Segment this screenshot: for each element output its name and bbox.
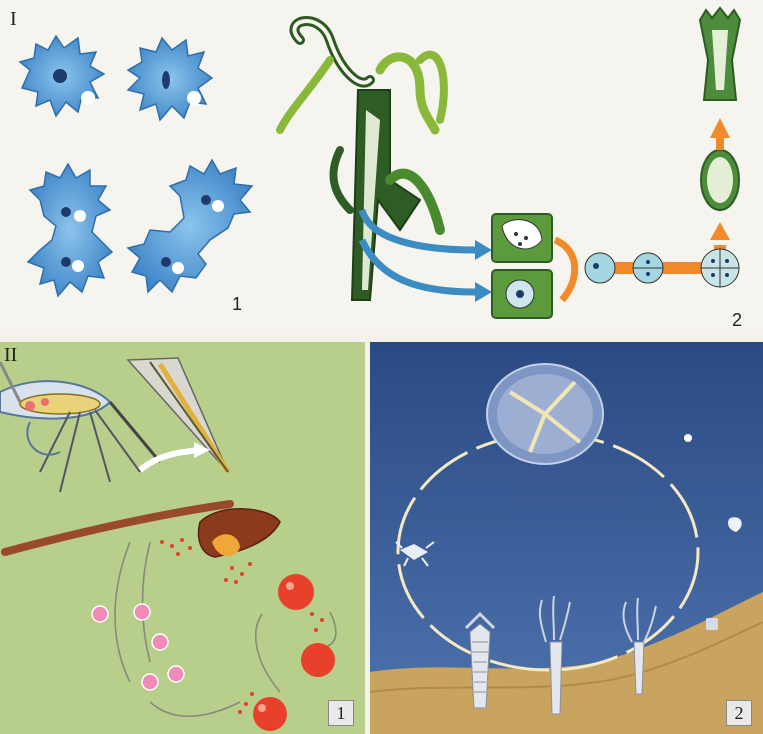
panel-hydra-reproduction: 2 <box>270 0 763 335</box>
jellyfish-icon <box>487 364 603 464</box>
arrowhead-icon <box>475 282 492 302</box>
infected-blood-cell-icon <box>278 574 314 610</box>
liver-icon <box>199 509 280 557</box>
hydra-drawings <box>270 0 763 335</box>
hydra-polyp-icon <box>280 21 444 300</box>
young-hydra-icon <box>700 8 740 100</box>
amoeba-cell-icon <box>128 38 212 120</box>
gametocyte-icon <box>92 604 184 690</box>
panel-amoeba-division: I <box>0 0 270 335</box>
figure-number-label: 1 <box>328 700 354 726</box>
panel-jellyfish-cycle: 2 <box>370 342 763 734</box>
infected-blood-cell-icon <box>301 643 335 677</box>
infected-blood-cell-icon <box>253 697 287 731</box>
malaria-drawings <box>0 342 365 734</box>
panel-malaria-cycle: II <box>0 342 365 734</box>
zygote-icon <box>585 253 615 283</box>
egg-icon <box>684 434 692 442</box>
gonad-icon <box>492 270 552 318</box>
flow-arrow-icon <box>362 210 475 250</box>
amoeba-cell-icon <box>28 164 112 296</box>
figure-number-label: 1 <box>232 294 242 315</box>
arrowhead-icon <box>475 240 492 260</box>
settled-larva-icon <box>706 618 718 630</box>
amoeba-cell-icon <box>20 36 104 116</box>
figure-number-label: 2 <box>732 310 742 331</box>
four-cell-stage-icon <box>701 249 739 287</box>
amoeba-drawings <box>0 0 270 335</box>
jellyfish-drawings <box>370 342 763 734</box>
mosquito-icon <box>0 362 160 492</box>
gonad-icon <box>492 214 552 262</box>
amoeba-cell-icon <box>128 160 252 292</box>
two-cell-stage-icon <box>633 253 663 283</box>
flow-arrow-icon <box>555 240 575 300</box>
zoom-arrow-icon <box>140 450 200 470</box>
arrowhead-icon <box>710 222 730 240</box>
skin-surface <box>5 504 230 552</box>
embryo-capsule-icon <box>701 150 739 210</box>
figure-number-label: 2 <box>726 700 752 726</box>
